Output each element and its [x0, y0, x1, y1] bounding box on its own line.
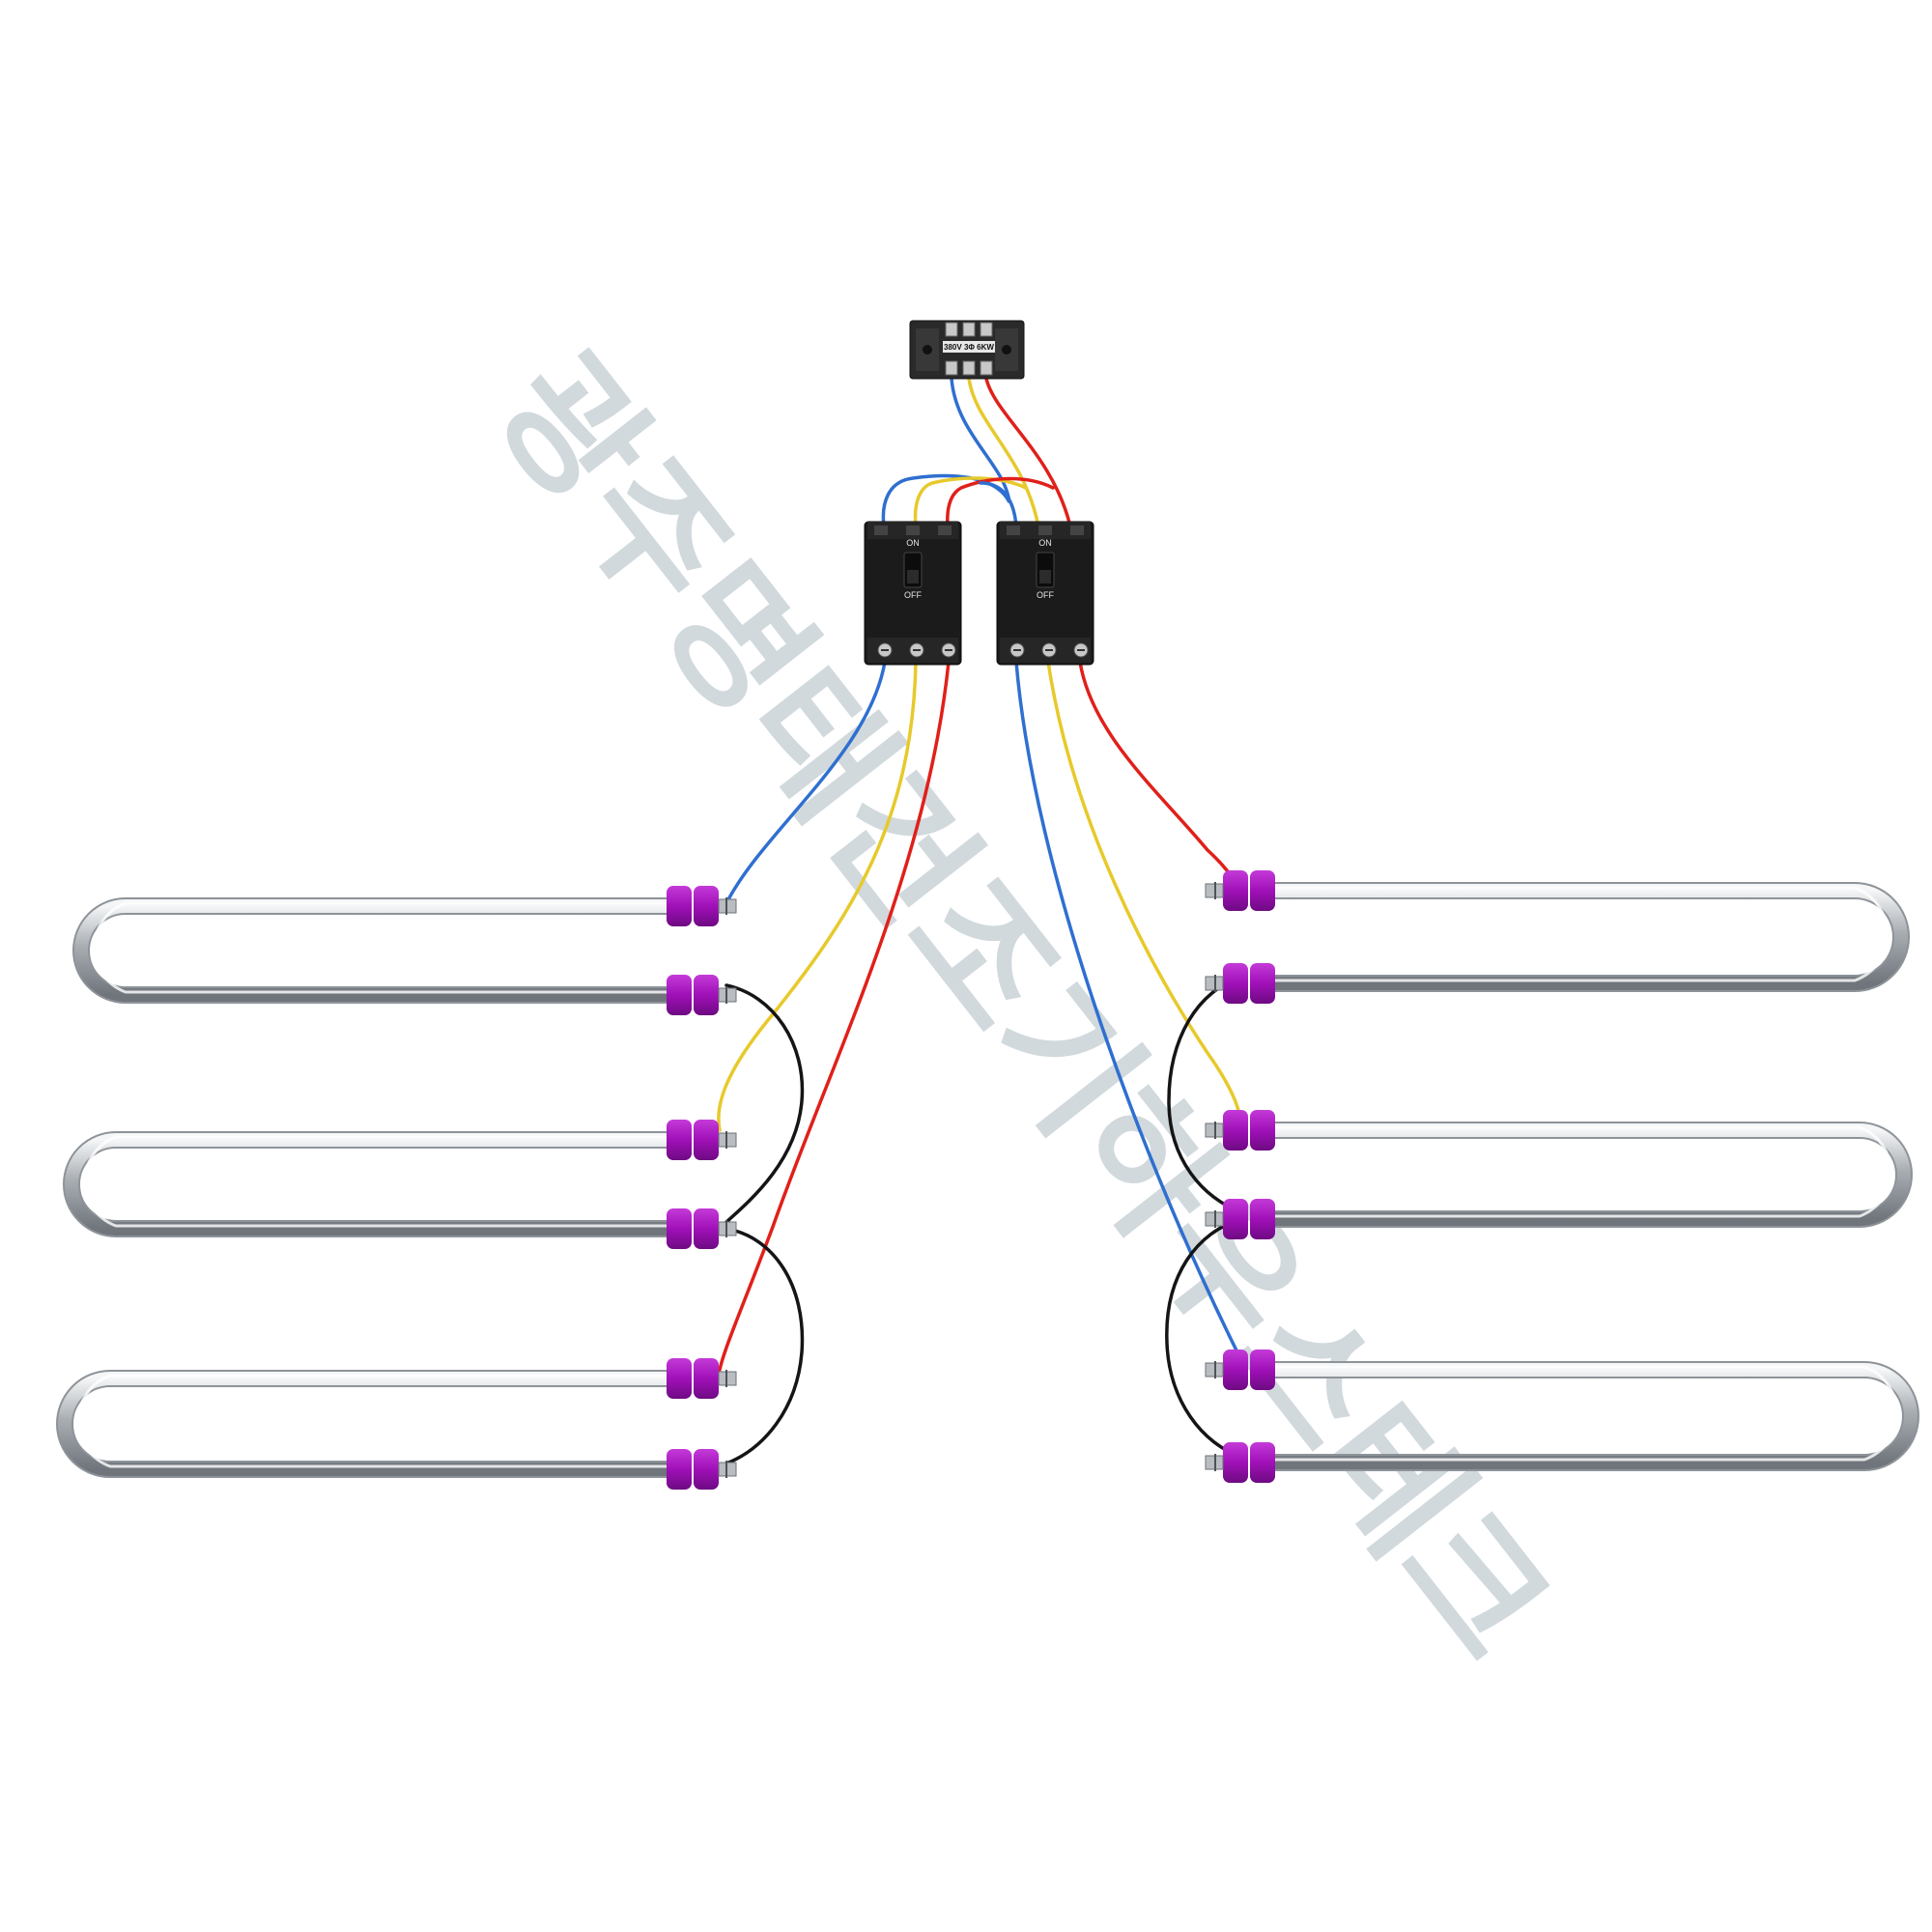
insulator-terminal: [667, 975, 737, 1015]
heaters-left: [56, 897, 675, 1478]
breaker-1: ON OFF: [864, 521, 962, 666]
terminal-block-label: 380V 3Φ 6KW: [944, 343, 994, 352]
feed-wire-blue-right: [1014, 660, 1248, 1372]
breaker-on-label: ON: [1038, 538, 1052, 548]
heater-element: [56, 1370, 675, 1478]
jumper-wire: [724, 983, 805, 1224]
heater-element: [1266, 882, 1910, 992]
terminal-block: 380V 3Φ 6KW: [909, 320, 1025, 380]
supply-wire-yellow: [913, 377, 1040, 528]
feed-wire-yellow-left: [717, 660, 918, 1132]
insulator-terminal: [1205, 870, 1275, 911]
mounting-hole-icon: [923, 345, 932, 355]
heater-element: [63, 1131, 675, 1237]
heaters-right: [1266, 882, 1919, 1471]
jumper-wire: [1165, 1217, 1243, 1459]
insulator-terminal: [667, 1358, 737, 1399]
insulator-terminal: [667, 1208, 737, 1249]
insulator-terminal: [1205, 963, 1275, 1004]
insulators-left: [667, 886, 737, 1490]
breaker-on-label: ON: [906, 538, 920, 548]
jumper-wire: [724, 1227, 805, 1465]
insulator-terminal: [1205, 1350, 1275, 1390]
insulator-terminal: [667, 1120, 737, 1160]
supply-wires: [881, 377, 1072, 528]
feed-wire-red-left: [718, 660, 951, 1372]
insulator-terminal: [1205, 1199, 1275, 1239]
insulator-terminal: [667, 1449, 737, 1490]
mounting-hole-icon: [1002, 345, 1011, 355]
heater-element: [72, 897, 675, 1004]
breaker-2: ON OFF: [996, 521, 1094, 666]
insulator-terminal: [1205, 1110, 1275, 1151]
feed-wire-yellow-right: [1046, 660, 1243, 1130]
feed-wires: [717, 660, 1248, 1372]
supply-wire-blue: [881, 377, 1011, 528]
breaker-off-label: OFF: [1037, 590, 1054, 600]
insulators-right: [1205, 870, 1275, 1483]
breaker-off-label: OFF: [904, 590, 922, 600]
supply-wire-red: [946, 377, 1072, 528]
jumper-wires: [724, 976, 1243, 1465]
heater-element: [1266, 1122, 1913, 1228]
insulator-terminal: [667, 886, 737, 926]
insulator-terminal: [1205, 1442, 1275, 1483]
jumper-wire: [1167, 976, 1243, 1214]
feed-wire-blue-left: [724, 660, 887, 905]
supply-wire-blue-2: [979, 481, 1018, 528]
terminal-screws: [945, 322, 993, 376]
heater-element: [1266, 1361, 1919, 1471]
